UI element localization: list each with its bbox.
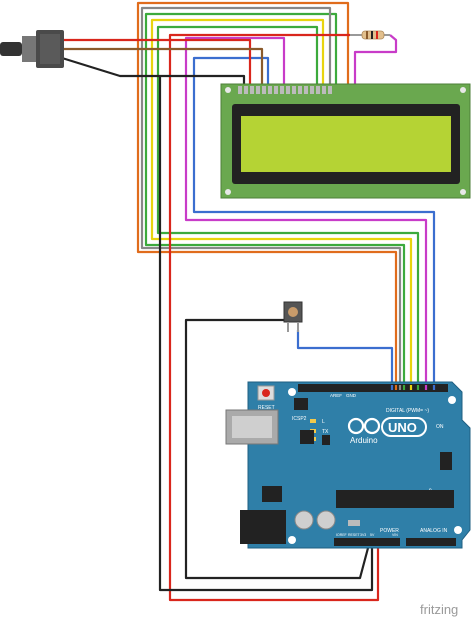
wire-yellow [150, 18, 413, 385]
wire-orange [136, 1, 398, 385]
aref-label: AREF [330, 393, 342, 398]
power-header [334, 538, 400, 546]
wire-blue-button [296, 330, 394, 385]
dc-jack [240, 510, 286, 544]
wire-resistor-lcd [353, 34, 398, 88]
wire-black-button [184, 318, 370, 580]
arduino-uno: RESET ICSP2 DIGITAL (PWM= ~) AREF GND L … [225, 381, 471, 549]
reset-pin-label: RESET [348, 533, 361, 537]
wire-green-2 [156, 25, 420, 385]
ioref-label: IOREF [336, 533, 347, 537]
on-label: ON [436, 424, 444, 430]
fritzing-watermark: fritzing [420, 602, 458, 617]
wire-black-pot [61, 56, 246, 88]
led-l-label: L [322, 419, 325, 425]
digital-header [298, 384, 448, 392]
wire-green [144, 12, 406, 385]
wire-gray [140, 6, 402, 385]
vin-label: VIN [392, 533, 398, 537]
potentiometer [0, 30, 64, 68]
lcd-screen [241, 116, 451, 172]
push-button[interactable] [283, 301, 303, 332]
wire-magenta [184, 36, 428, 385]
wire-brown-wiper [62, 47, 264, 88]
digital-label: DIGITAL (PWM= ~) [386, 408, 429, 414]
wire-red-resistor [168, 33, 380, 602]
icsp2-label: ICSP2 [292, 416, 307, 422]
resistor [350, 30, 390, 40]
wire-blue-lcd [192, 56, 436, 385]
analog-label: ANALOG IN [420, 528, 448, 534]
arduino-logo: Arduino [347, 417, 381, 445]
led-tx-label: TX [322, 429, 329, 435]
lcd-display [220, 83, 471, 199]
5v-label: 5V [370, 533, 375, 537]
uno-label: UNO [388, 420, 417, 435]
arduino-logo-text: Arduino [350, 436, 378, 445]
power-label: POWER [380, 528, 399, 534]
gnd-label: GND [346, 393, 357, 398]
atmega-chip [336, 490, 454, 508]
3v3-label: 3V3 [360, 533, 366, 537]
reset-label: RESET [258, 405, 275, 411]
analog-header [406, 538, 456, 546]
digital-wire-ends [390, 385, 436, 390]
wire-bundle [61, 1, 436, 602]
lcd-header-pins [238, 86, 332, 94]
wire-black-main [158, 76, 374, 592]
wire-red-pot [62, 38, 252, 88]
